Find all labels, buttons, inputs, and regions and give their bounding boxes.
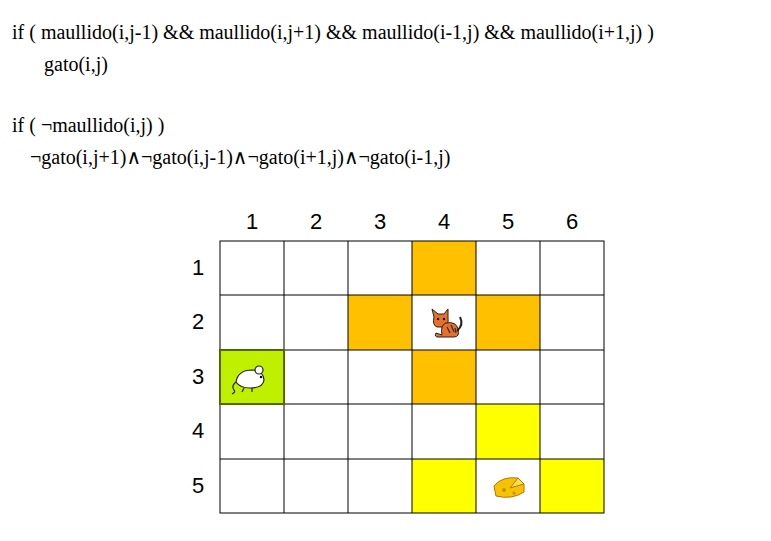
column-number: 5 xyxy=(502,209,514,235)
colored-cells xyxy=(220,241,604,513)
green-cell-border xyxy=(220,350,284,404)
mouse-icon xyxy=(232,366,264,394)
orange-cell xyxy=(412,350,476,404)
cat-icon xyxy=(432,309,461,337)
column-number: 1 xyxy=(246,209,258,235)
yellow-cell xyxy=(476,404,540,459)
column-number: 3 xyxy=(374,209,386,235)
orange-cell xyxy=(412,241,476,295)
column-number: 4 xyxy=(438,209,450,235)
column-number: 6 xyxy=(566,209,578,235)
column-number: 2 xyxy=(310,209,322,235)
orange-cell xyxy=(348,295,412,350)
yellow-cell xyxy=(412,459,476,513)
rule-conclusion: ¬gato(i,j+1)∧¬gato(i,j-1)∧¬gato(i+1,j)∧¬… xyxy=(30,145,450,169)
rule-condition: if ( ¬maullido(i,j) ) xyxy=(12,113,164,137)
orange-cell xyxy=(476,295,540,350)
row-number: 4 xyxy=(192,418,204,444)
row-number: 1 xyxy=(192,255,204,281)
row-number: 5 xyxy=(192,473,204,499)
rule-condition: if ( maullido(i,j-1) && maullido(i,j+1) … xyxy=(12,20,654,44)
yellow-cell xyxy=(540,459,604,513)
rule-conclusion: gato(i,j) xyxy=(44,52,108,76)
grid-lines xyxy=(220,241,604,513)
cheese-icon xyxy=(494,478,524,498)
green-cell xyxy=(220,350,284,404)
row-number: 2 xyxy=(192,309,204,335)
row-number: 3 xyxy=(192,364,204,390)
